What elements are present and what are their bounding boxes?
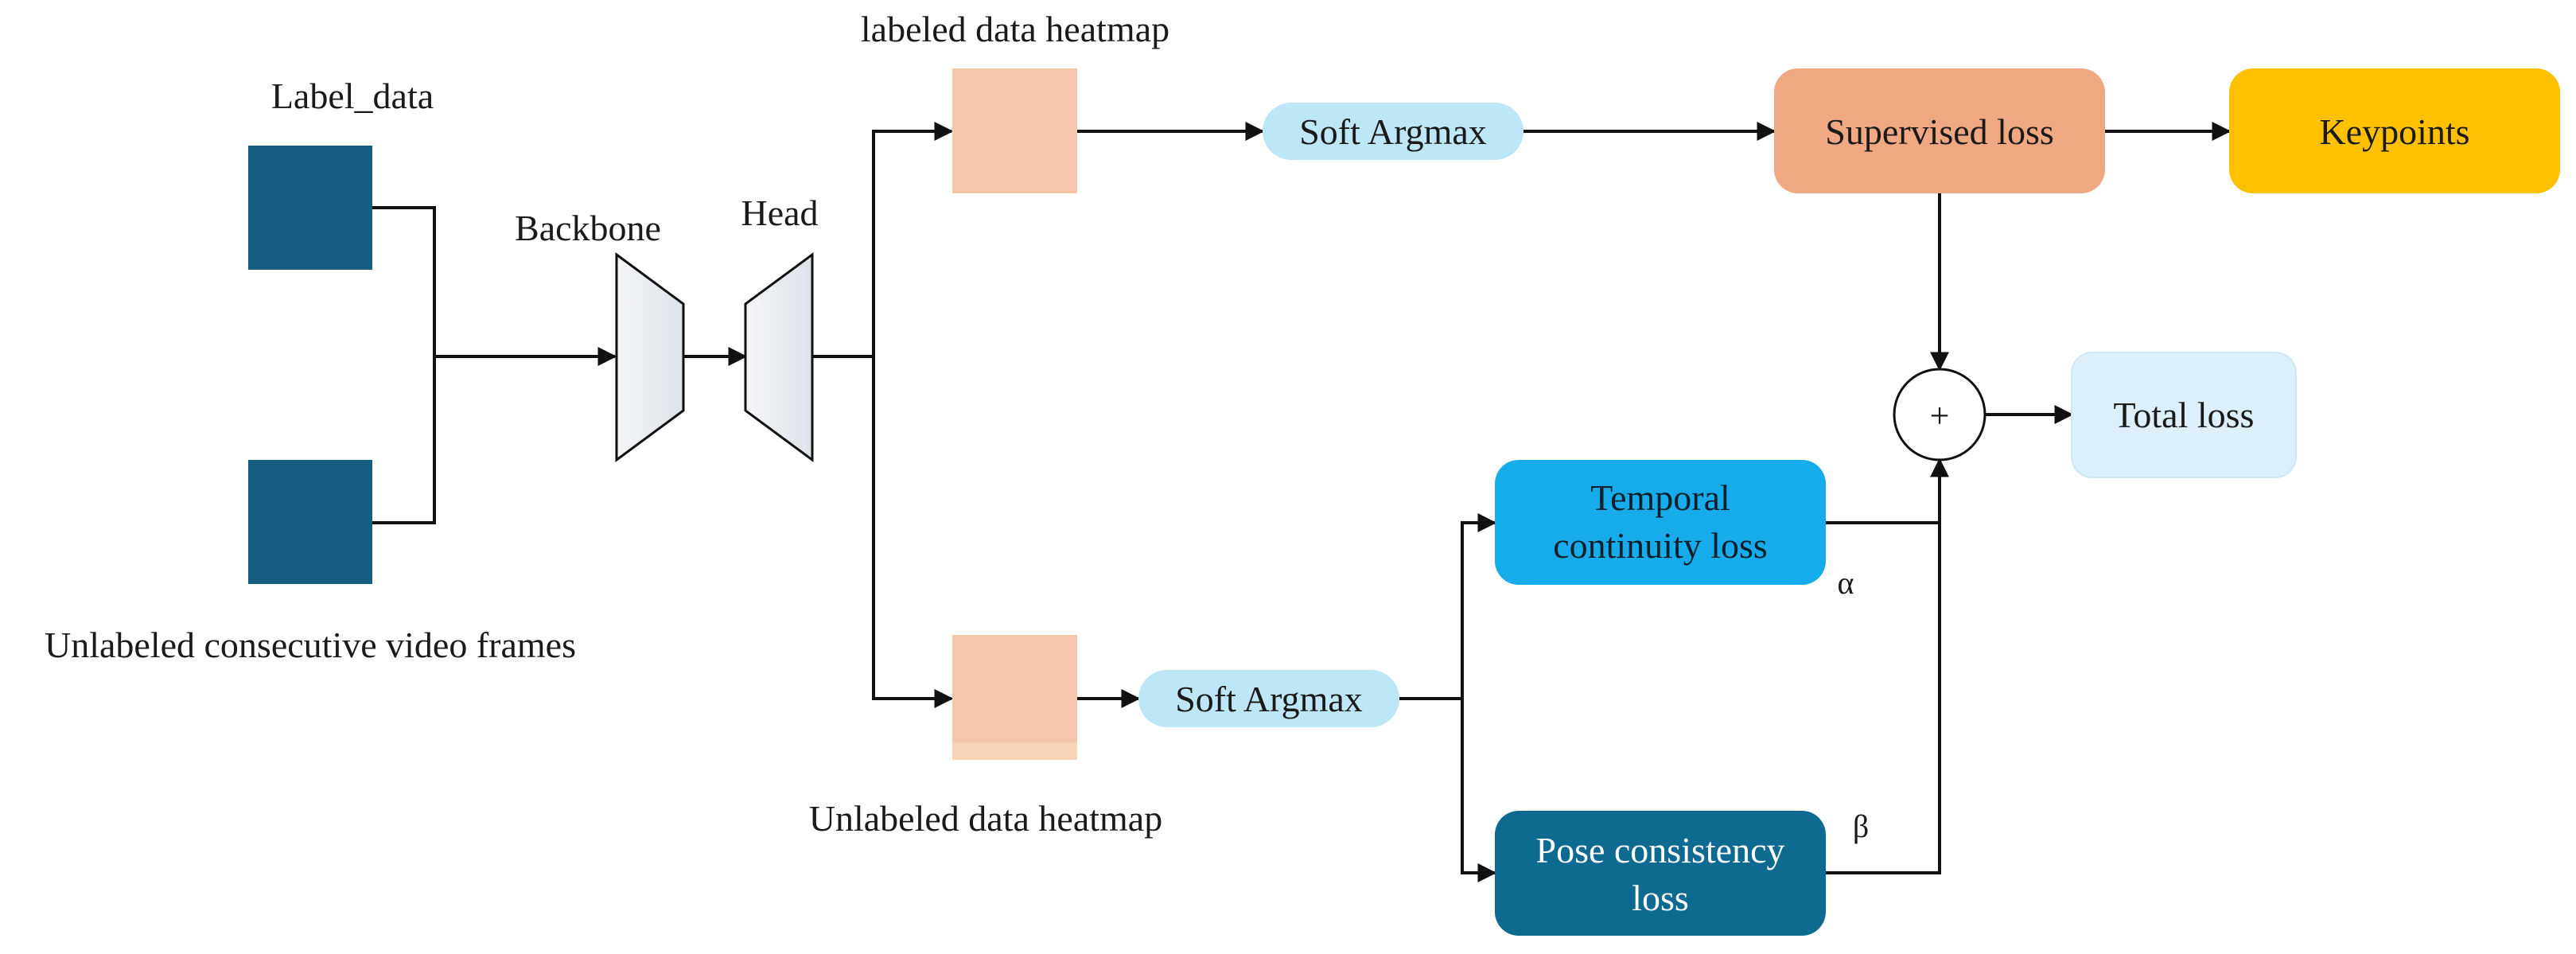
pose-loss-line1: Pose consistency bbox=[1535, 830, 1784, 870]
total-loss-label: Total loss bbox=[2114, 395, 2255, 435]
temporal-loss-box bbox=[1495, 460, 1826, 585]
head-block bbox=[744, 252, 814, 462]
pose-to-sum-arrow bbox=[1826, 458, 1949, 874]
beta-weight: β bbox=[1853, 808, 1869, 844]
label-data-caption: Label_data bbox=[271, 76, 434, 116]
temporal-loss-line2: continuity loss bbox=[1553, 525, 1768, 566]
head-to-labeled-heatmap-arrow bbox=[872, 122, 954, 356]
to-pose-arrow bbox=[1461, 699, 1497, 882]
unlabeled-heatmap bbox=[952, 635, 1077, 760]
unlabeled-frames-caption: Unlabeled consecutive video frames bbox=[45, 625, 576, 665]
unlabeled-heatmap-caption: Unlabeled data heatmap bbox=[809, 798, 1162, 839]
unlabeled-frames-wire bbox=[372, 356, 436, 524]
soft-argmax-bottom-label: Soft Argmax bbox=[1175, 679, 1363, 719]
unlabeled-heatmap-edge bbox=[952, 742, 1077, 760]
soft-argmax-top bbox=[1263, 103, 1523, 160]
temporal-loss-line1: Temporal bbox=[1590, 477, 1730, 518]
sum-symbol: + bbox=[1930, 396, 1950, 435]
alpha-weight: α bbox=[1838, 565, 1854, 601]
soft-argmax-bottom bbox=[1138, 670, 1399, 727]
head-caption: Head bbox=[741, 193, 818, 233]
supervised-loss-label: Supervised loss bbox=[1825, 111, 2054, 152]
supervised-loss-box bbox=[1774, 68, 2105, 193]
labeled-heatmap bbox=[952, 68, 1077, 193]
total-loss-box bbox=[2071, 352, 2297, 478]
pose-loss-line2: loss bbox=[1632, 878, 1689, 918]
backbone-block bbox=[615, 252, 685, 462]
pose-loss-box bbox=[1495, 811, 1826, 936]
keypoints-label: Keypoints bbox=[2319, 111, 2469, 152]
unlabeled-frames-square bbox=[248, 460, 372, 584]
head-to-unlabeled-heatmap-arrow bbox=[872, 356, 954, 708]
labeled-heatmap-caption: labeled data heatmap bbox=[861, 9, 1169, 49]
label-data-square bbox=[248, 146, 372, 270]
keypoints-box bbox=[2229, 68, 2560, 193]
soft-argmax-top-label: Soft Argmax bbox=[1299, 111, 1487, 152]
backbone-caption: Backbone bbox=[515, 208, 661, 248]
label-data-wire bbox=[372, 206, 436, 356]
to-temporal-arrow bbox=[1461, 513, 1497, 699]
